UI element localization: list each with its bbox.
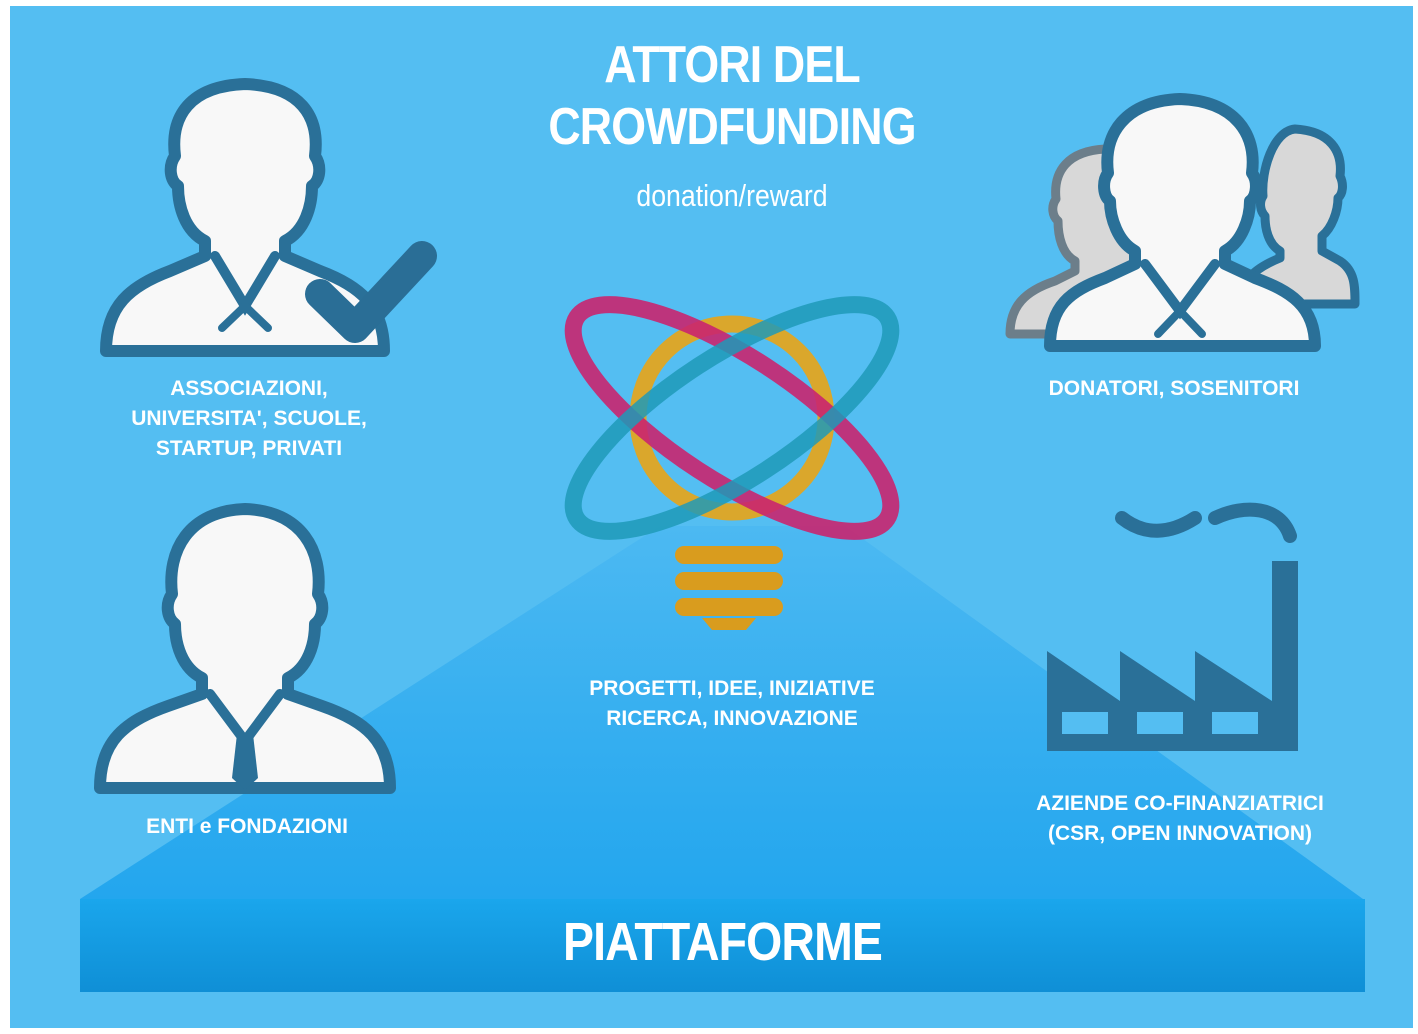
- diagram-artwork: [80, 78, 1365, 992]
- lightbulb-orbit-icon: [564, 296, 900, 630]
- aziende-label: AZIENDE CO-FINANZIATRICI (CSR, OPEN INNO…: [1036, 792, 1324, 845]
- platform-bar: [80, 899, 1365, 992]
- pyramid-shape: [80, 526, 1363, 899]
- donatori-label: DONATORI, SOSENITORI: [1048, 377, 1300, 400]
- progetti-label: PROGETTI, IDEE, INIZIATIVE RICERCA, INNO…: [589, 677, 875, 730]
- diagram-title: ATTORI DEL CROWDFUNDING: [548, 36, 916, 156]
- factory-icon: [1047, 502, 1298, 751]
- enti-label: ENTI e FONDAZIONI: [146, 815, 348, 838]
- people-group-icon: [1005, 93, 1360, 352]
- person-check-icon: [100, 78, 437, 357]
- platform-label: PIATTAFORME: [562, 912, 883, 972]
- person-tie-icon: [94, 503, 396, 794]
- diagram-canvas: ATTORI DEL CROWDFUNDING donation/reward …: [10, 6, 1413, 1028]
- associazioni-label: ASSOCIAZIONI, UNIVERSITA', SCUOLE, START…: [131, 377, 367, 460]
- diagram-subtitle: donation/reward: [636, 178, 828, 213]
